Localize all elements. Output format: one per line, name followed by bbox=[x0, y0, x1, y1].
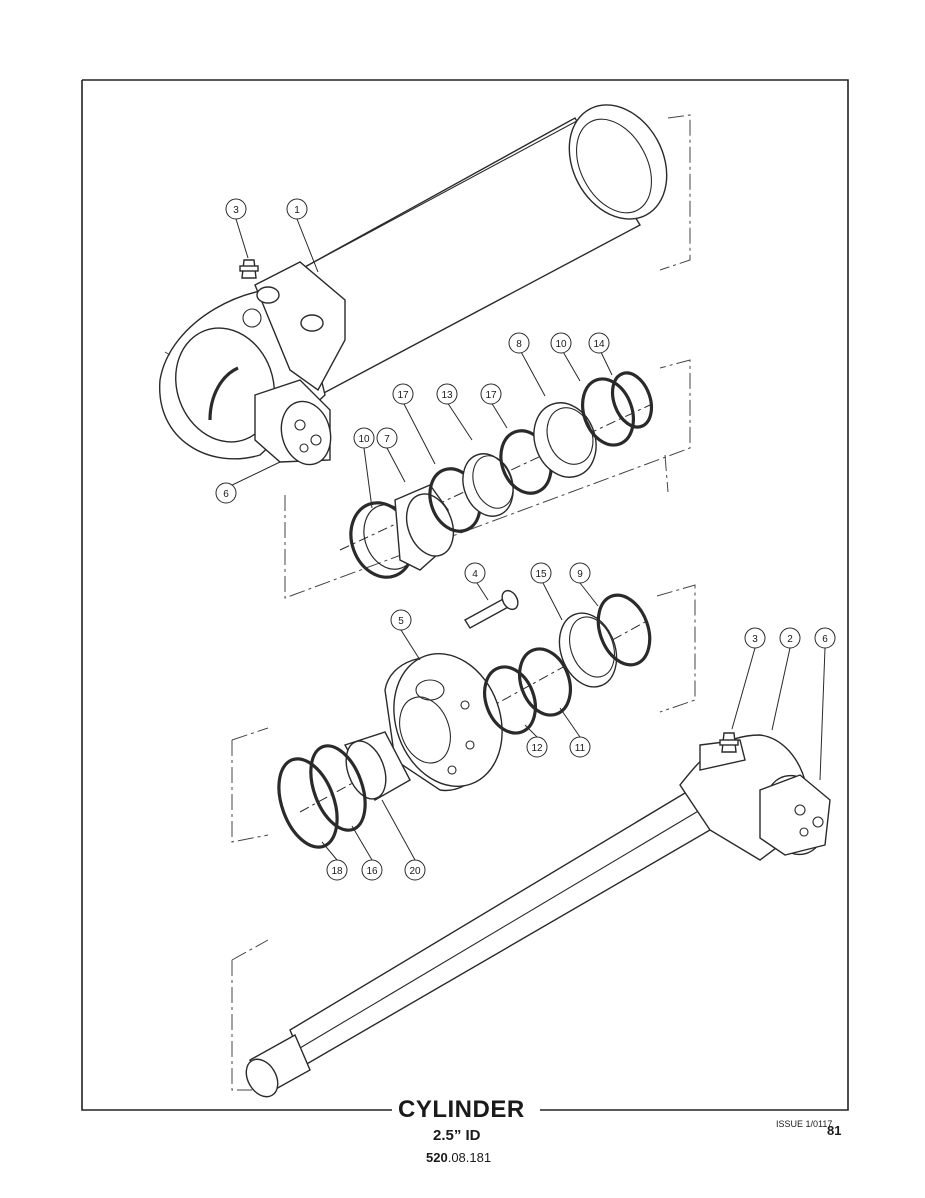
svg-text:13: 13 bbox=[441, 390, 453, 401]
svg-text:10: 10 bbox=[555, 339, 567, 350]
callout-1: 1 bbox=[286, 198, 308, 220]
part-number-prefix: 520 bbox=[426, 1150, 448, 1165]
callout-6: 6 bbox=[814, 627, 836, 649]
svg-text:17: 17 bbox=[485, 390, 497, 401]
svg-text:18: 18 bbox=[331, 866, 343, 877]
svg-text:20: 20 bbox=[409, 866, 421, 877]
svg-text:4: 4 bbox=[472, 569, 478, 580]
svg-text:9: 9 bbox=[577, 569, 583, 580]
callout-9: 9 bbox=[569, 562, 591, 584]
callout-14: 14 bbox=[588, 332, 610, 354]
part-number-suffix: .08.181 bbox=[447, 1150, 492, 1165]
svg-text:3: 3 bbox=[233, 205, 239, 216]
issue-date: ISSUE 1/0117 bbox=[776, 1119, 833, 1129]
svg-text:6: 6 bbox=[223, 489, 229, 500]
callout-13: 13 bbox=[436, 383, 458, 405]
callout-20: 20 bbox=[404, 859, 426, 881]
svg-text:12: 12 bbox=[531, 743, 543, 754]
callout-10: 10 bbox=[353, 427, 375, 449]
svg-text:14: 14 bbox=[593, 339, 605, 350]
callout-15: 15 bbox=[530, 562, 552, 584]
svg-text:6: 6 bbox=[822, 634, 828, 645]
svg-text:2: 2 bbox=[787, 634, 793, 645]
cylinder-barrel bbox=[159, 104, 691, 466]
page-frame bbox=[81, 79, 849, 1111]
callout-8: 8 bbox=[508, 332, 530, 354]
part-number: 520.08.181 bbox=[426, 1150, 491, 1165]
callout-3: 3 bbox=[225, 198, 247, 220]
callout-17: 17 bbox=[392, 383, 414, 405]
callout-3: 3 bbox=[744, 627, 766, 649]
callout-18: 18 bbox=[326, 859, 348, 881]
page-number: 81 bbox=[827, 1123, 842, 1138]
svg-text:11: 11 bbox=[575, 743, 586, 754]
leader-lines bbox=[225, 218, 826, 861]
svg-text:8: 8 bbox=[516, 339, 522, 350]
callout-10: 10 bbox=[550, 332, 572, 354]
piston-rod bbox=[231, 732, 831, 1098]
callout-6: 6 bbox=[215, 482, 237, 504]
callout-11: 11 bbox=[569, 736, 591, 758]
svg-text:7: 7 bbox=[384, 434, 390, 445]
callout-16: 16 bbox=[361, 859, 383, 881]
piston-assembly bbox=[231, 584, 696, 849]
svg-text:15: 15 bbox=[535, 569, 547, 580]
callout-5: 5 bbox=[390, 609, 412, 631]
svg-text:10: 10 bbox=[358, 434, 370, 445]
svg-text:17: 17 bbox=[397, 390, 409, 401]
svg-text:3: 3 bbox=[752, 634, 758, 645]
svg-text:16: 16 bbox=[366, 866, 378, 877]
svg-text:5: 5 bbox=[398, 616, 404, 627]
callout-4: 4 bbox=[464, 562, 486, 584]
callout-12: 12 bbox=[526, 736, 548, 758]
page-title: CYLINDER bbox=[395, 1096, 528, 1124]
callout-7: 7 bbox=[376, 427, 398, 449]
callout-2: 2 bbox=[779, 627, 801, 649]
svg-text:1: 1 bbox=[294, 205, 300, 216]
gland-seal-stack bbox=[284, 359, 691, 599]
bore-size-subtitle: 2.5” ID bbox=[433, 1127, 481, 1144]
callout-17: 17 bbox=[480, 383, 502, 405]
